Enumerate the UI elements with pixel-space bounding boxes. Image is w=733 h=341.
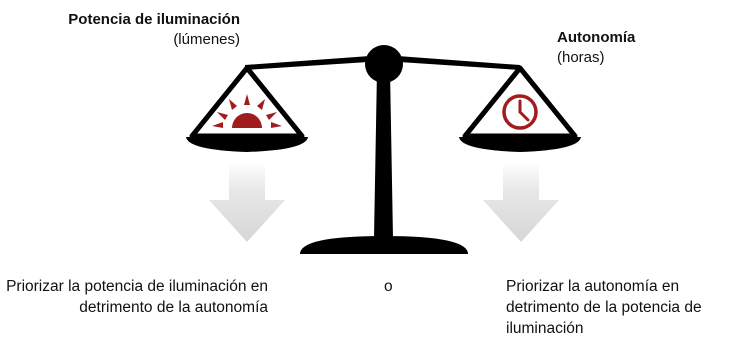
left-down-arrow [209,162,285,242]
scale-base [300,236,468,254]
right-pan-label: Autonomía (horas) [557,28,635,68]
sun-icon [212,94,282,128]
scale-pillar [374,70,393,238]
right-pan-title: Autonomía [557,29,636,46]
scale-knob [365,45,403,83]
right-down-arrow [483,162,559,242]
caption-right: Priorizar la autonomía en detrimento de … [506,278,702,337]
right-pan-unit: (horas) [557,49,605,66]
caption-left: Priorizar la potencia de iluminación en … [6,278,268,316]
left-pan [186,137,308,152]
caption-separator: o [384,278,393,295]
left-pan-unit: (lúmenes) [173,31,240,48]
clock-icon [502,94,538,130]
left-pan-label: Potencia de iluminación (lúmenes) [68,10,240,50]
right-pan [459,137,581,152]
left-pan-title: Potencia de iluminación [68,11,240,28]
